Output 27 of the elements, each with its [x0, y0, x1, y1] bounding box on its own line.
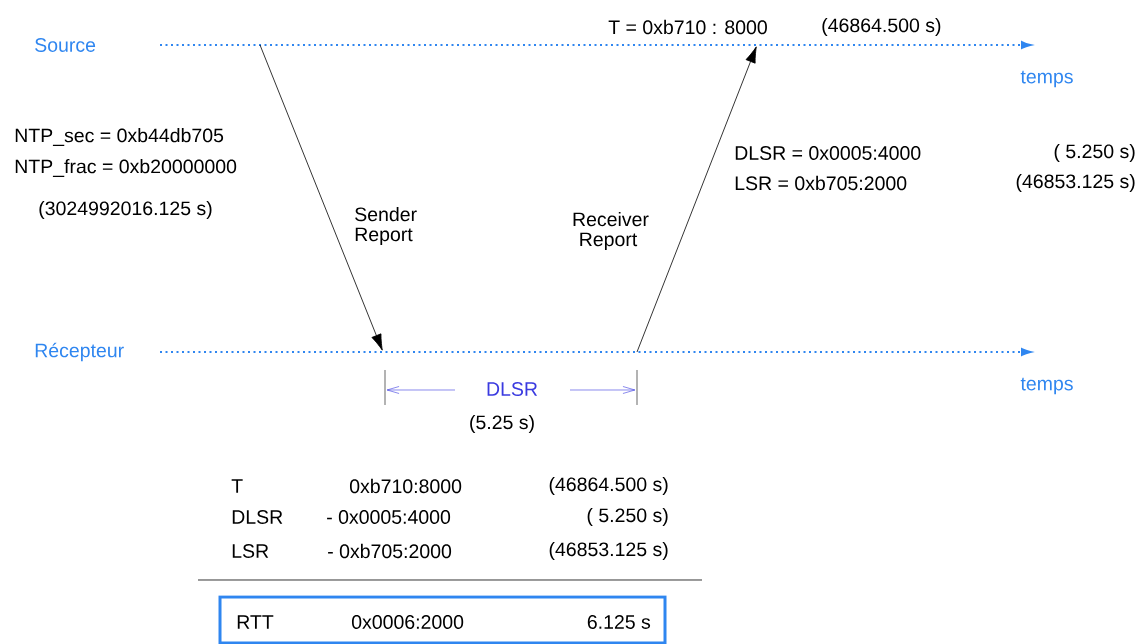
- result-box: RTT 0x0006:2000 6.125 s: [218, 595, 667, 644]
- axis-label: temps: [1020, 70, 1073, 88]
- note-text: LSR = 0xb705:2000: [735, 175, 907, 191]
- arrow: [636, 46, 757, 353]
- edge-label: Receiver Report: [571, 210, 649, 252]
- table-text: - 0xb705:2000: [328, 543, 452, 559]
- note-text: (46853.125 s): [1016, 173, 1135, 193]
- table-text: DLSR: [232, 510, 283, 524]
- table-text: (46864.500 s): [549, 476, 668, 496]
- axis-label: temps: [1020, 377, 1073, 395]
- arrow: [259, 44, 383, 351]
- table-text: T: [231, 479, 243, 493]
- table-text: ( 5.250 s): [587, 507, 668, 527]
- note-text: (3024992016.125 s): [39, 200, 212, 220]
- edge-label: Sender Report: [353, 205, 428, 247]
- table-text: (46853.125 s): [549, 541, 668, 561]
- note-text: ( 5.250 s): [1054, 143, 1135, 163]
- dimension-value: (5.25 s): [470, 414, 534, 434]
- table-text: LSR: [232, 544, 269, 558]
- table-text: - 0x0005:4000: [327, 510, 451, 524]
- timeline-label: Source: [35, 38, 96, 52]
- note-text: NTP_sec = 0xb44db705: [15, 128, 224, 146]
- timeline-label: Récepteur: [35, 342, 124, 362]
- dimension-label: DLSR: [487, 382, 538, 396]
- note-text: NTP_frac = 0xb20000000: [15, 159, 237, 177]
- note-text: DLSR = 0x0005:4000: [735, 146, 921, 160]
- table-text: 0xb710:8000: [350, 478, 462, 494]
